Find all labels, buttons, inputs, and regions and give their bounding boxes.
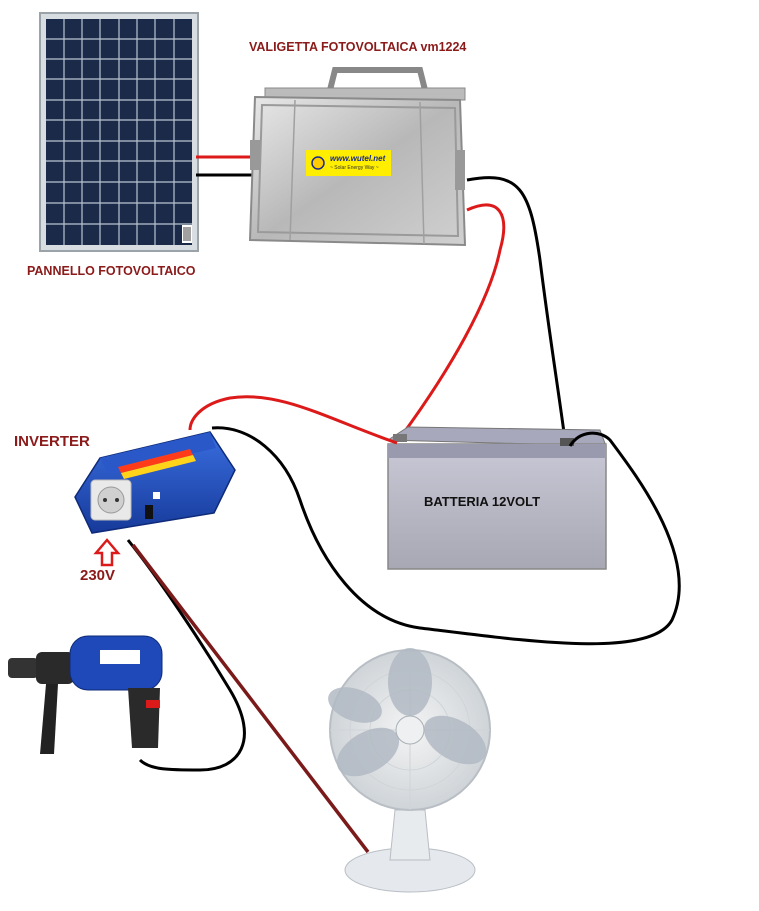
wire-battery-black-loop bbox=[211, 426, 681, 646]
panel-label: PANNELLO FOTOVOLTAICO bbox=[27, 264, 196, 278]
drill-icon bbox=[8, 635, 163, 754]
up-arrow-icon bbox=[93, 538, 121, 567]
battery-icon bbox=[386, 426, 607, 570]
wire-inverter-to-fan bbox=[131, 543, 370, 854]
logo-tagline: ~ Solar Energy Way ~ bbox=[330, 165, 379, 171]
fan-icon bbox=[328, 648, 491, 893]
logo-url: www.wutel.net bbox=[330, 154, 386, 163]
battery-label: BATTERIA 12VOLT bbox=[424, 494, 541, 509]
briefcase-icon bbox=[248, 67, 467, 247]
inverter-icon bbox=[74, 431, 236, 534]
inverter-label: INVERTER bbox=[14, 433, 90, 450]
wire-inverter-to-drill bbox=[126, 539, 246, 772]
sun-icon bbox=[311, 156, 325, 170]
wire-battery-red-to-inverter bbox=[188, 395, 398, 445]
solar-panel-icon bbox=[39, 12, 199, 252]
case-label: VALIGETTA FOTOVOLTAICA vm1224 bbox=[249, 40, 467, 54]
wire-case-black bbox=[466, 176, 569, 456]
wire-case-red bbox=[398, 203, 506, 439]
voltage-label: 230V bbox=[80, 567, 116, 584]
